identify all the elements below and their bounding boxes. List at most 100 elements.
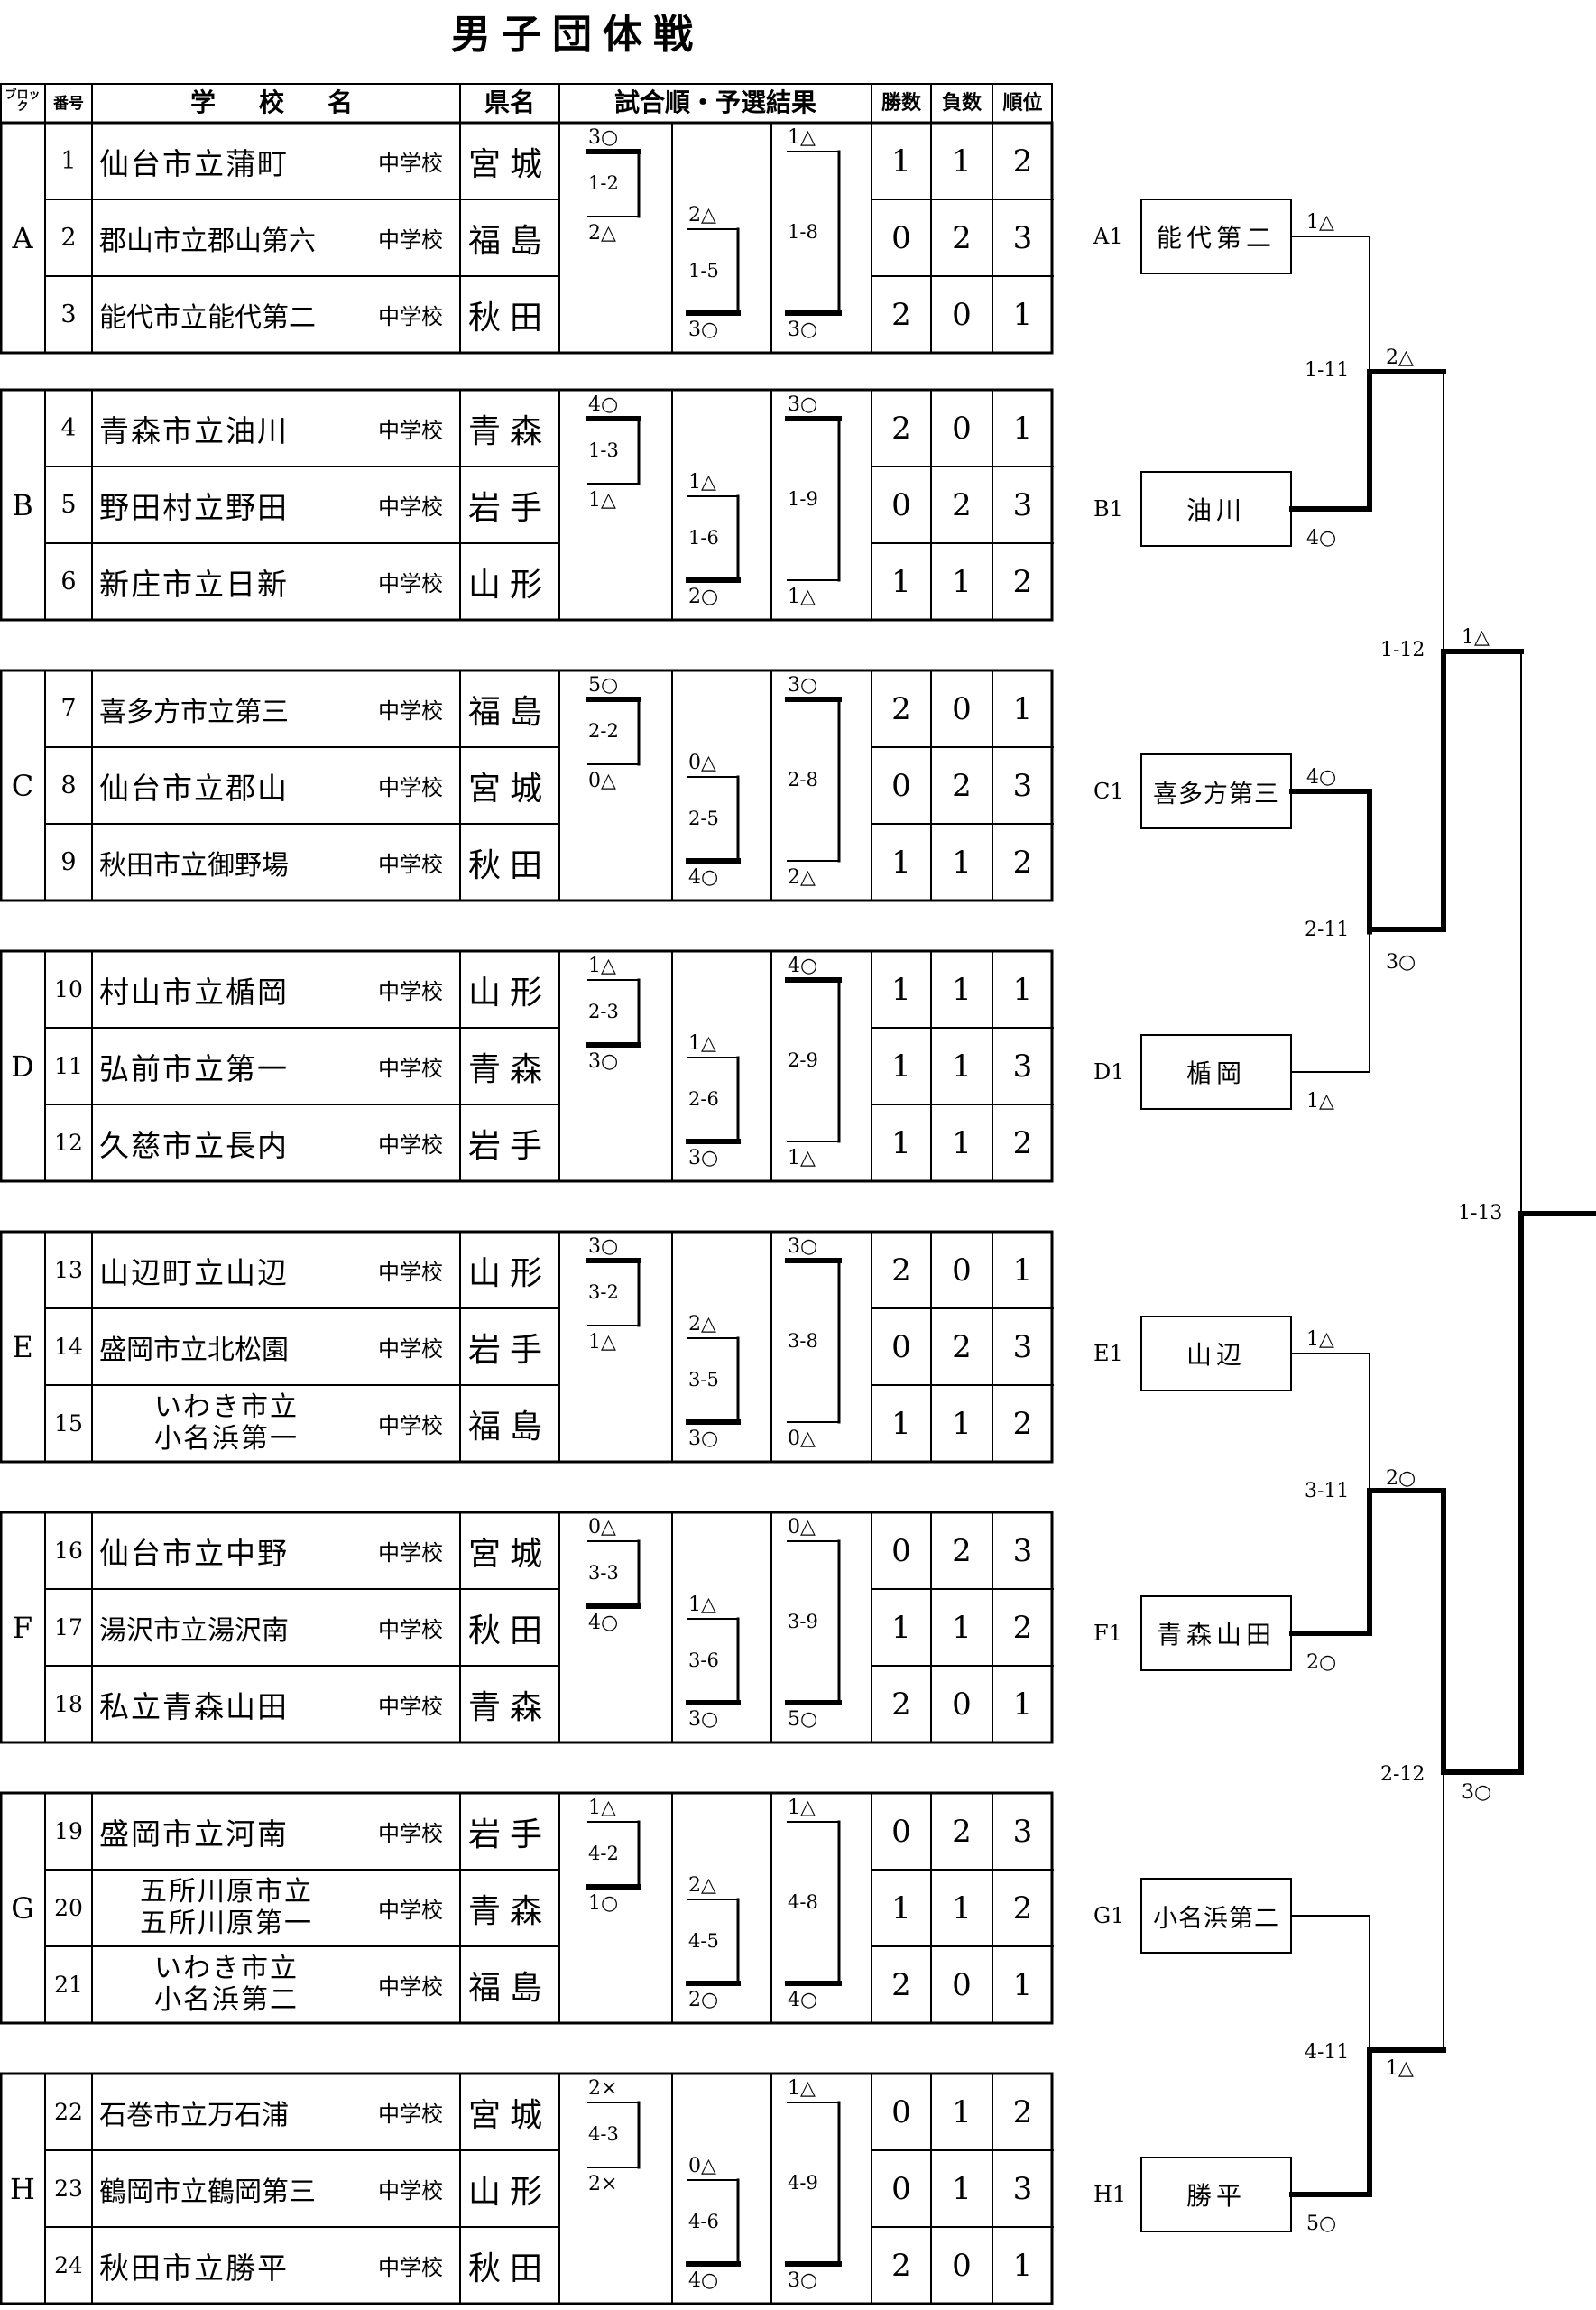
- wins: 0: [891, 1532, 911, 1569]
- school-number: 19: [54, 1818, 83, 1844]
- match-score-bottom: 1△: [788, 586, 816, 608]
- school-number: 23: [54, 2176, 83, 2202]
- school-name-line: 小名浜第一: [154, 1422, 299, 1455]
- school-suffix: 中学校: [378, 227, 443, 253]
- block-label: H: [10, 2171, 35, 2206]
- match-score-top: 4○: [588, 393, 619, 416]
- header-matches: 試合順・予選結果: [613, 88, 816, 117]
- school-suffix: 中学校: [378, 304, 443, 329]
- prefecture: 宮城: [467, 770, 551, 808]
- match-score-top: 3○: [788, 1235, 818, 1258]
- team-score: 4○: [1306, 527, 1337, 550]
- match-code: 1-3: [588, 439, 619, 461]
- match-score: 1△: [1462, 626, 1490, 649]
- match-score-top: 1△: [688, 471, 716, 494]
- match-score-bottom: 3○: [588, 1050, 619, 1073]
- block-label: A: [12, 220, 33, 255]
- prefecture: 岩手: [467, 489, 551, 527]
- header-border: [0, 83, 1053, 124]
- match-score-top: 3○: [788, 393, 818, 416]
- match-score: 3○: [1386, 951, 1416, 974]
- seed-label: H1: [1093, 2182, 1127, 2207]
- block-border: [0, 1511, 1054, 1744]
- school-name: 喜多方市立第三: [99, 696, 289, 728]
- match-score-bottom: 3○: [788, 2269, 818, 2292]
- wins: 0: [891, 219, 911, 256]
- match-score: 3○: [1462, 1781, 1492, 1804]
- wins: 2: [891, 296, 911, 333]
- losses: 1: [952, 2170, 972, 2207]
- losses: 0: [952, 410, 972, 447]
- school-number: 12: [54, 1130, 83, 1156]
- block-border: [0, 388, 1054, 622]
- match-code: 3-3: [588, 1562, 619, 1584]
- losses: 1: [952, 971, 972, 1008]
- match-code: 2-6: [688, 1087, 719, 1110]
- team-score: 5○: [1306, 2213, 1337, 2235]
- prefecture: 秋田: [467, 846, 551, 884]
- match-score-bottom: 1△: [588, 489, 616, 512]
- match-score-top: 3○: [788, 674, 818, 697]
- match-code: 1-8: [788, 220, 818, 243]
- seed-label: C1: [1093, 779, 1124, 804]
- match-code: 2-3: [588, 1001, 619, 1022]
- rank: 1: [1012, 971, 1033, 1008]
- wins: 1: [891, 971, 911, 1008]
- block-label: D: [11, 1049, 34, 1084]
- prefecture: 福島: [467, 693, 551, 731]
- school-number: 24: [54, 2252, 83, 2278]
- seed-label: B1: [1093, 496, 1123, 522]
- match-score-top: 4○: [788, 955, 818, 977]
- match-score: 2○: [1386, 1467, 1416, 1490]
- school-suffix: 中学校: [378, 698, 443, 724]
- rank: 1: [1012, 410, 1033, 447]
- match-score-bottom: 2○: [688, 586, 719, 608]
- prefecture: 福島: [467, 1408, 551, 1446]
- team-score: 1△: [1306, 1090, 1334, 1113]
- match-score-bottom: 2△: [588, 222, 616, 245]
- block-border: [0, 1230, 1054, 1464]
- school-name: 弘前市立第一: [99, 1050, 289, 1086]
- match-score-top: 0△: [788, 1516, 816, 1538]
- block-label: E: [12, 1329, 33, 1364]
- match-code: 2-9: [788, 1049, 818, 1071]
- wins: 2: [891, 2247, 911, 2284]
- header-rank: 順位: [1002, 91, 1043, 115]
- prefecture: 山形: [467, 2173, 551, 2211]
- school-suffix: 中学校: [378, 1260, 443, 1285]
- match-score-top: 1△: [788, 126, 816, 149]
- school-suffix: 中学校: [378, 1132, 443, 1158]
- match-score-bottom: 3○: [688, 1147, 719, 1169]
- school-name: 青森市立油川: [99, 412, 289, 448]
- school-suffix: 中学校: [378, 775, 443, 800]
- wins: 2: [891, 1966, 911, 2003]
- block-border: [0, 2072, 1054, 2305]
- match-score-top: 1△: [588, 1797, 616, 1819]
- school-suffix: 中学校: [378, 1821, 443, 1846]
- match-score-bottom: 0△: [788, 1428, 816, 1450]
- wins: 1: [891, 1609, 911, 1646]
- match-code: 1-11: [1305, 359, 1350, 382]
- school-number: 11: [54, 1053, 83, 1079]
- block-border: [0, 949, 1054, 1183]
- wins: 0: [891, 2093, 911, 2130]
- seed-label: G1: [1093, 1903, 1125, 1928]
- school-number: 14: [54, 1334, 83, 1360]
- team-score: 1△: [1306, 211, 1334, 234]
- match-score-top: 1△: [588, 955, 616, 977]
- school-suffix: 中学校: [378, 852, 443, 877]
- seed-label: E1: [1093, 1341, 1123, 1366]
- table-header: ブロック 番号 学 校 名 県名 試合順・予選結果 勝数 負数 順位: [0, 83, 1053, 123]
- block-label: B: [12, 487, 33, 522]
- match-code: 2-2: [588, 720, 619, 742]
- losses: 0: [952, 690, 972, 727]
- match-code: 3-11: [1305, 1480, 1350, 1502]
- match-score-top: 1△: [788, 1797, 816, 1819]
